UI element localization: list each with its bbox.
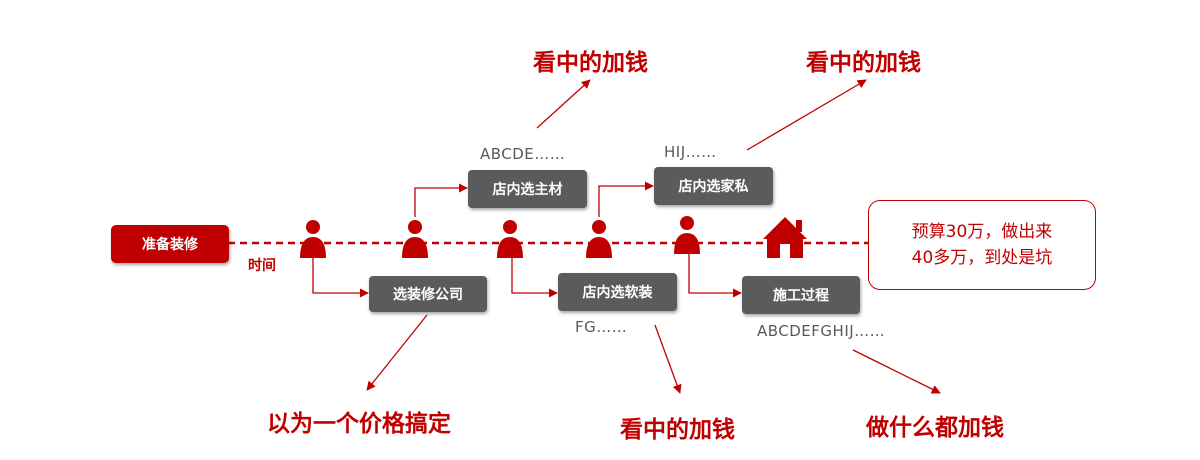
connector-company — [312, 258, 369, 298]
arrow-to-outcome-company — [366, 314, 428, 391]
start-node: 准备装修 — [111, 225, 229, 263]
budget-callout: 预算30万，做出来 40多万，到处是坑 — [868, 200, 1096, 290]
arrow-to-outcome-main-material — [536, 79, 591, 129]
note-construction: ABCDEFGHIJ…… — [757, 322, 886, 340]
outcome-construction: 做什么都加钱 — [866, 415, 1004, 441]
house-icon — [763, 217, 807, 258]
connector-construction — [688, 254, 742, 298]
connector-main-material — [414, 183, 468, 217]
connector-soft-furnishing — [511, 258, 558, 298]
person-icon — [300, 220, 326, 258]
outcome-soft-furnishing: 看中的加钱 — [620, 417, 735, 443]
step-construction: 施工过程 — [742, 276, 860, 314]
note-main-material: ABCDE…… — [480, 145, 566, 163]
step-main-material: 店内选主材 — [468, 170, 587, 208]
person-icon — [586, 220, 612, 258]
connector-furniture — [598, 181, 654, 217]
note-furniture: HIJ…… — [664, 143, 717, 161]
note-soft-furnishing: FG…… — [575, 318, 628, 336]
callout-line-1: 预算30万，做出来 — [911, 222, 1053, 242]
arrow-to-outcome-construction — [852, 349, 941, 394]
callout-line-2: 40多万，到处是坑 — [911, 248, 1053, 268]
person-icon — [497, 220, 523, 258]
step-furniture: 店内选家私 — [654, 167, 773, 205]
outcome-furniture: 看中的加钱 — [806, 50, 921, 76]
outcome-main-material: 看中的加钱 — [533, 50, 648, 76]
arrow-to-outcome-soft-furnishing — [654, 324, 682, 394]
arrow-to-outcome-furniture — [746, 79, 867, 151]
person-icon — [674, 216, 700, 254]
outcome-company: 以为一个价格搞定 — [267, 411, 451, 437]
step-soft-furnishing: 店内选软装 — [558, 273, 677, 311]
time-axis-label: 时间 — [248, 258, 276, 274]
person-icon — [402, 220, 428, 258]
step-choose-company: 选装修公司 — [369, 276, 487, 312]
